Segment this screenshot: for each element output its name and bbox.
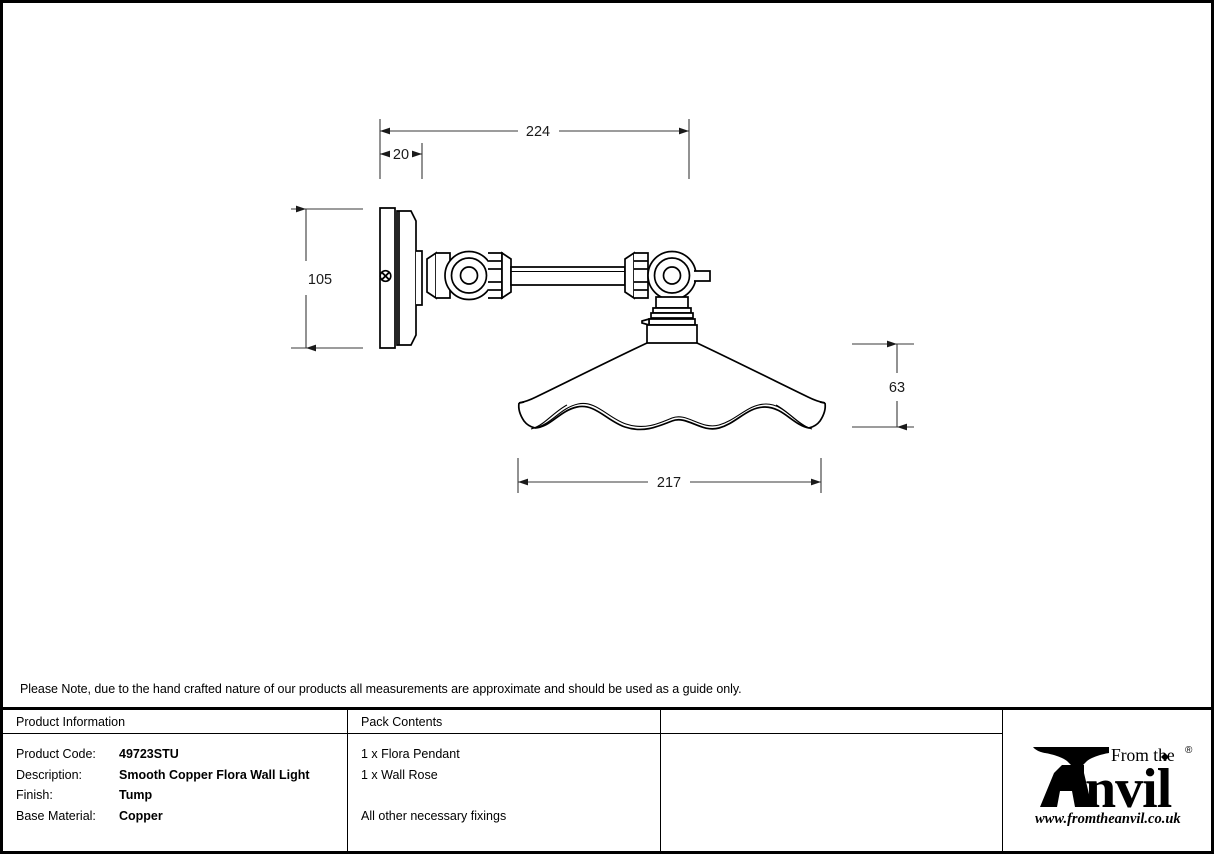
registered-mark: ®: [1185, 745, 1193, 756]
dimension-224: [379, 119, 690, 179]
arm-tube: [510, 266, 626, 286]
product-information-header: Product Information: [3, 710, 347, 734]
table-row: Product Code: 49723STU: [16, 744, 347, 765]
technical-drawing-area: 224 20 105 63 217: [3, 3, 1211, 671]
table-row: Finish: Tump: [16, 785, 347, 806]
table-row: Description: Smooth Copper Flora Wall Li…: [16, 765, 347, 786]
description-value: Smooth Copper Flora Wall Light: [119, 767, 310, 782]
product-code-label: Product Code:: [16, 747, 96, 761]
wall-light-side-elevation: 224 20 105 63 217: [291, 119, 914, 493]
product-code-value: 49723STU: [119, 747, 179, 761]
dimension-20: [380, 143, 423, 179]
from-the-anvil-logo: From the nvil ® www.fromtheanvil.co.uk: [1033, 745, 1193, 827]
dimension-105: [291, 205, 363, 352]
logo-main-text: nvil: [1085, 758, 1172, 820]
wall-plate: [379, 207, 423, 349]
table-row: Base Material: Copper: [16, 806, 347, 827]
logo-top-text: From the: [1111, 745, 1175, 765]
flora-shade: [517, 342, 827, 431]
arm-knuckle-inner: [426, 250, 512, 301]
dimension-63: [852, 340, 914, 431]
list-item: 1 x Wall Rose: [361, 767, 438, 782]
product-information-column: Product Information Product Code: 49723S…: [3, 710, 348, 851]
dimension-label-217: 217: [657, 475, 681, 491]
logo-column: From the nvil ® www.fromtheanvil.co.uk: [1003, 710, 1211, 851]
dimension-label-63: 63: [889, 380, 905, 396]
product-information-body: Product Code: 49723STU Description: Smoo…: [3, 734, 347, 826]
list-item: All other necessary fixings: [361, 808, 507, 823]
list-item: 1 x Flora Pendant: [361, 747, 460, 761]
anvil-icon: [1033, 746, 1109, 807]
description-label: Description:: [16, 767, 82, 782]
blank-column: [661, 710, 1003, 851]
pack-contents-header: Pack Contents: [348, 710, 660, 734]
blank-column-header: [661, 710, 1002, 734]
wall-plate-screw: [379, 269, 392, 283]
base-material-value: Copper: [119, 808, 163, 823]
finish-label: Finish:: [16, 788, 53, 802]
dimension-label-20: 20: [393, 147, 409, 163]
dimension-label-224: 224: [526, 124, 550, 140]
base-material-label: Base Material:: [16, 808, 96, 823]
diamond-icon: [1161, 752, 1169, 761]
pack-contents-column: Pack Contents 1 x Flora Pendant 1 x Wall…: [348, 710, 661, 851]
product-info-table: Product Information Product Code: 49723S…: [3, 710, 1211, 851]
dimension-label-105: 105: [308, 272, 332, 288]
measurement-note-text: Please Note, due to the hand crafted nat…: [20, 682, 742, 696]
logo-url-text: www.fromtheanvil.co.uk: [1035, 811, 1181, 827]
dimension-217: [517, 458, 822, 493]
lamp-holder: [641, 296, 698, 344]
blank-column-body: [661, 734, 1002, 744]
pack-contents-body: 1 x Flora Pendant 1 x Wall Rose All othe…: [348, 734, 660, 826]
measurement-note-row: Please Note, due to the hand crafted nat…: [3, 671, 1211, 710]
arm-knuckle-outer: [624, 250, 711, 301]
finish-value: Tump: [119, 788, 153, 802]
